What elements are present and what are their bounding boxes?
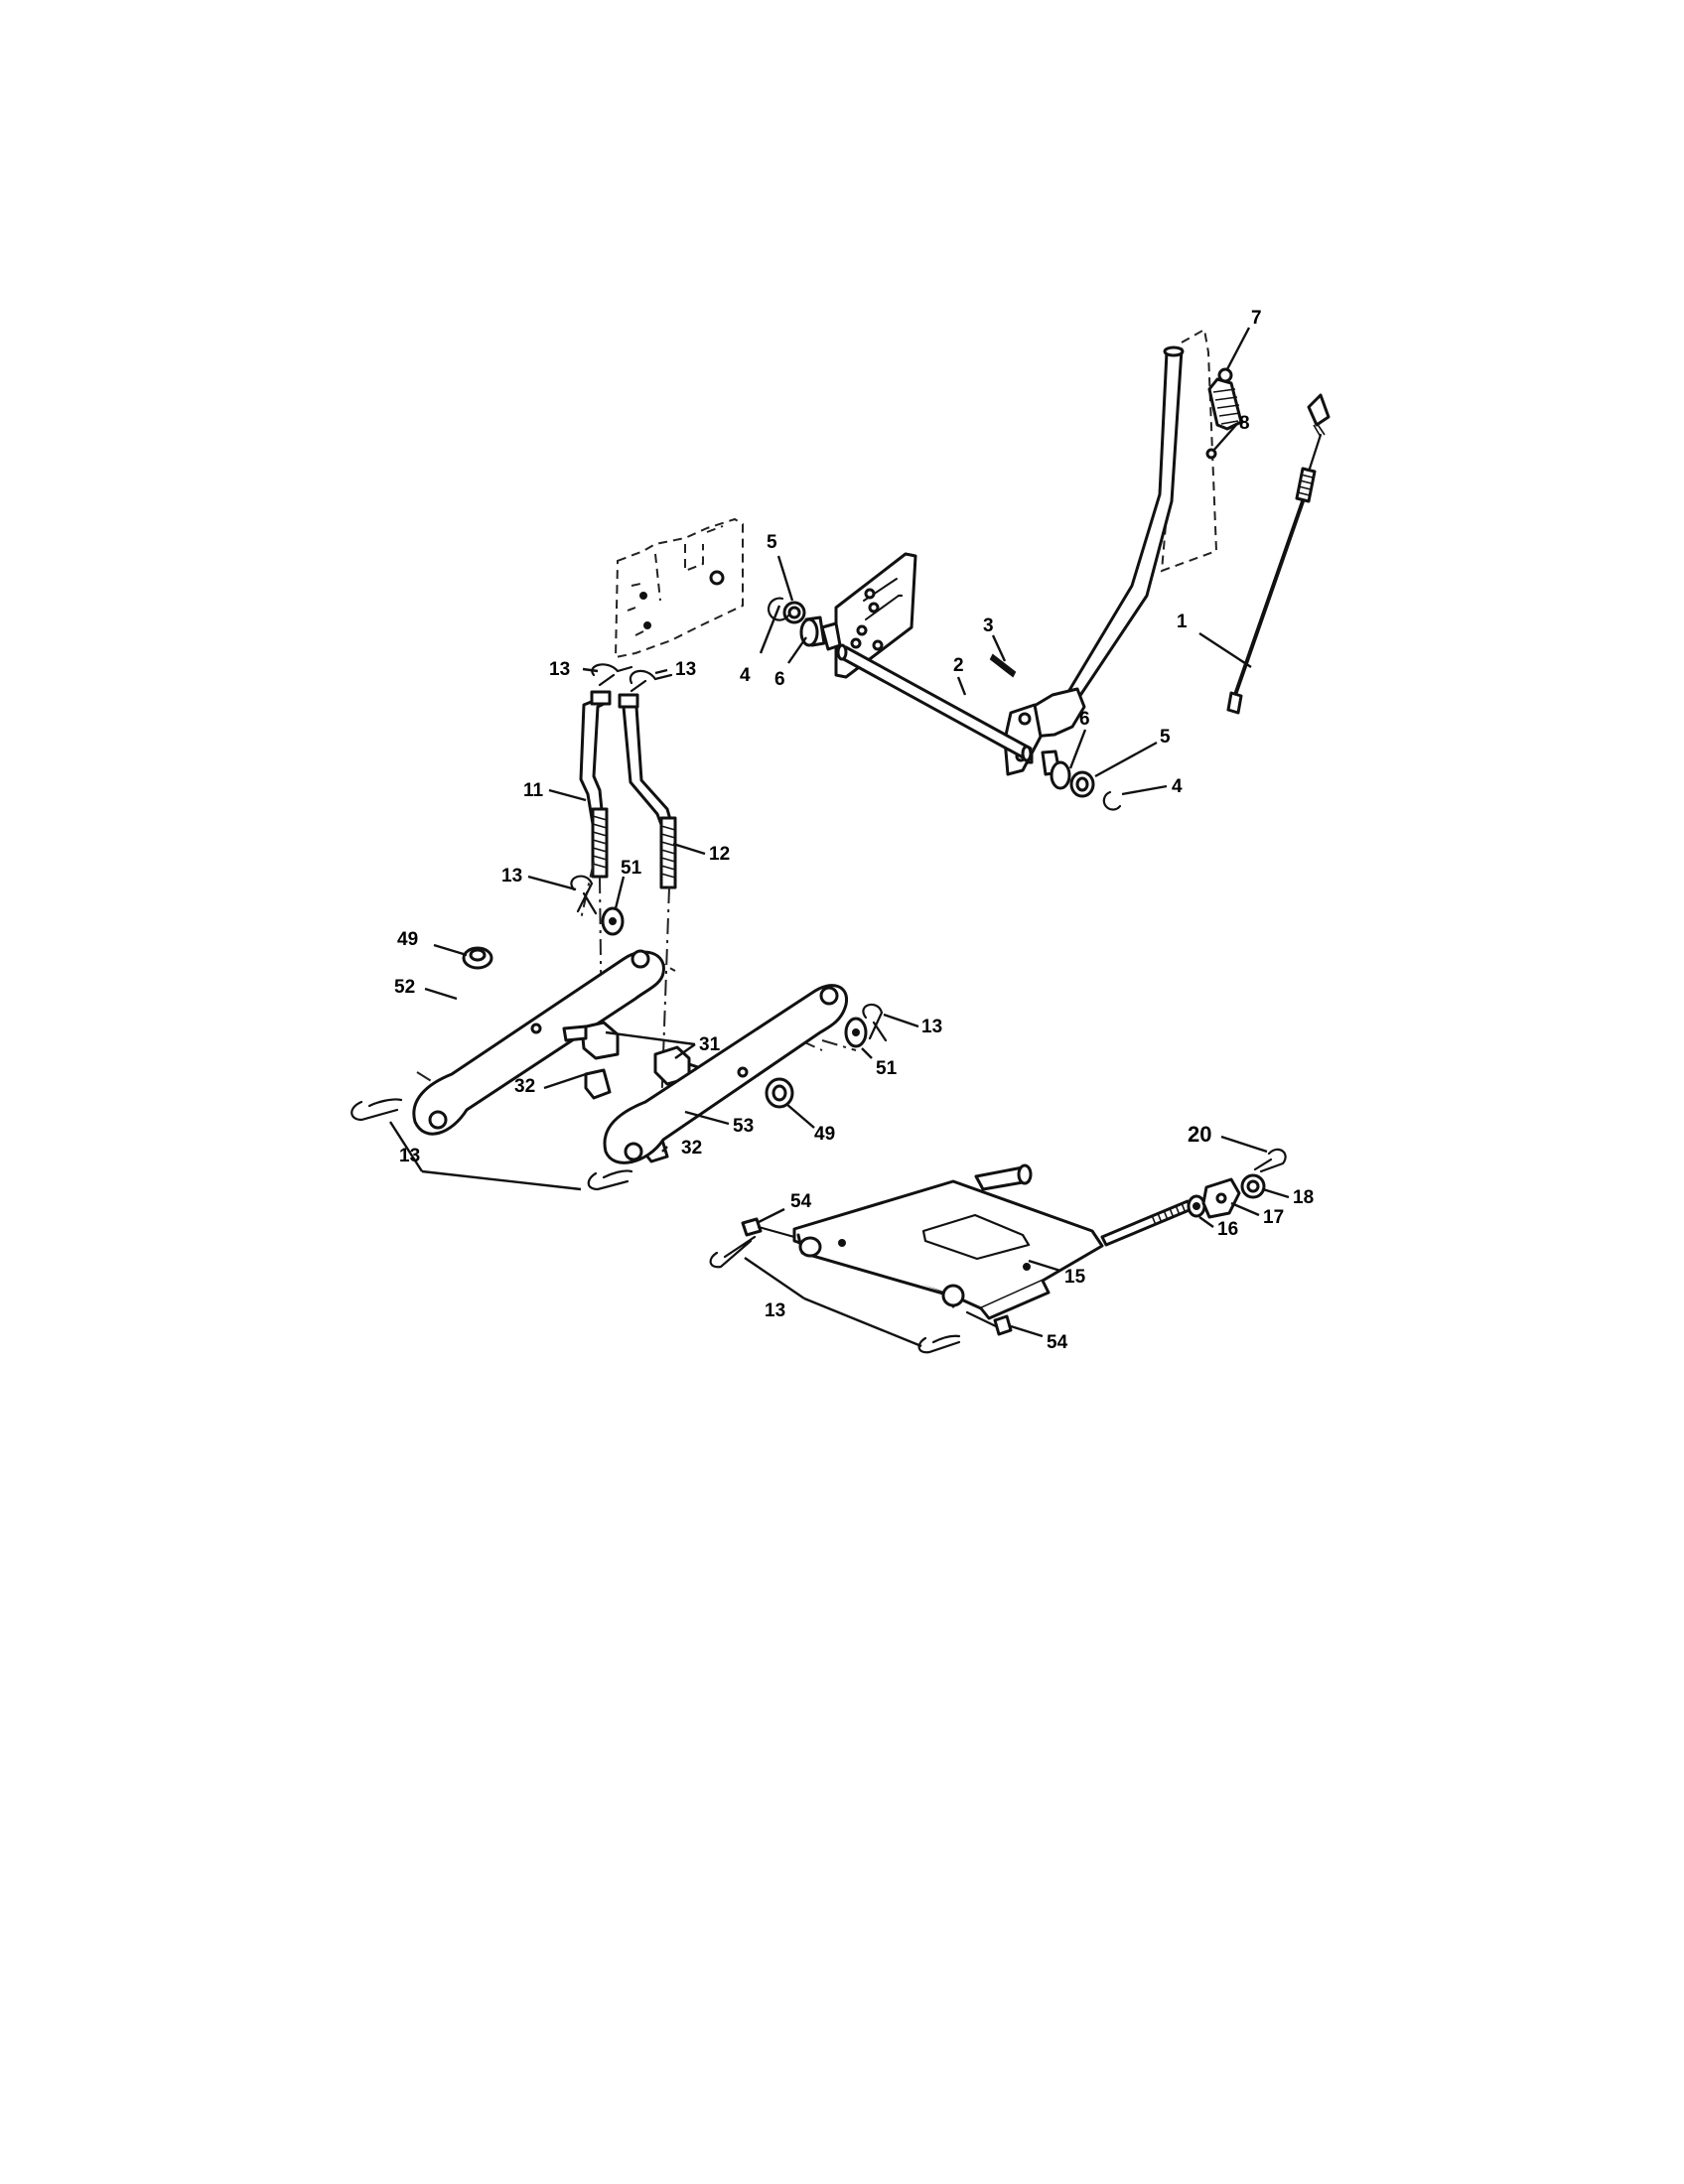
part-54-bolt-lower	[965, 1310, 1013, 1336]
callouts: 7 8 1 2 3 5 4 6 6 5 4 13 13 11 12 13 51 …	[394, 308, 1314, 1353]
part-53-link	[603, 984, 849, 1164]
callout-3: 3	[983, 615, 994, 636]
callout-8: 8	[1239, 413, 1250, 434]
hairpin-clip-upper	[591, 663, 673, 693]
part-3-pin	[989, 653, 1017, 678]
leader-lines	[388, 327, 1290, 1348]
callout-5b: 5	[1160, 727, 1171, 748]
part-1-cable	[1226, 393, 1331, 715]
callout-20: 20	[1188, 1122, 1211, 1147]
callout-31: 31	[699, 1034, 721, 1055]
callout-51a: 51	[621, 858, 642, 879]
callout-32a: 32	[514, 1076, 535, 1097]
callout-16: 16	[1217, 1219, 1238, 1240]
callout-49a: 49	[397, 929, 418, 950]
part-2-shaft	[820, 552, 1033, 762]
right-bushing-set	[1041, 750, 1122, 811]
part-8-ball	[1205, 448, 1217, 460]
part-20-clip	[1253, 1148, 1287, 1173]
frame-bracket-phantom	[614, 517, 744, 659]
part-16-nut	[1187, 1194, 1206, 1218]
callout-13a: 13	[549, 659, 570, 680]
callout-4b: 4	[1172, 776, 1183, 797]
hairpin-clip-lower-left	[351, 1098, 633, 1191]
callout-13d: 13	[921, 1017, 942, 1037]
part-49-washer-right	[765, 1077, 794, 1109]
callout-17: 17	[1263, 1207, 1284, 1228]
part-15-hanger	[792, 1163, 1193, 1320]
callout-6a: 6	[774, 669, 785, 690]
callout-5a: 5	[767, 532, 777, 553]
lift-handle	[1003, 345, 1185, 776]
hairpin-clip-mid-right	[862, 1003, 888, 1042]
part-54-bolt-upper	[741, 1217, 796, 1239]
handle-phantom	[1160, 328, 1218, 573]
callout-12: 12	[709, 844, 730, 865]
part-32-nut-left	[584, 1068, 612, 1100]
axis-lines	[416, 861, 857, 1141]
callout-13c: 13	[501, 866, 522, 887]
callout-53: 53	[733, 1116, 754, 1137]
callout-4a: 4	[740, 665, 751, 686]
hairpin-clip-hanger	[709, 1235, 961, 1354]
part-52-link	[412, 949, 665, 1136]
callout-15: 15	[1064, 1267, 1086, 1288]
part-49-washer-left	[462, 946, 493, 970]
callout-7: 7	[1251, 308, 1262, 329]
callout-13e: 13	[399, 1146, 420, 1166]
callout-18: 18	[1293, 1187, 1314, 1208]
callout-49b: 49	[814, 1124, 835, 1145]
callout-13b: 13	[675, 659, 696, 680]
callout-13f: 13	[765, 1300, 785, 1321]
callout-54b: 54	[1047, 1332, 1068, 1353]
left-bushing-set	[768, 597, 826, 647]
callout-2: 2	[953, 655, 964, 676]
callout-54a: 54	[790, 1191, 812, 1212]
callout-51b: 51	[876, 1058, 898, 1079]
callout-1: 1	[1177, 612, 1188, 632]
callout-32b: 32	[681, 1138, 702, 1159]
hairpin-clip-mid-left	[570, 875, 598, 915]
part-11-link	[579, 690, 612, 879]
part-18-bushing	[1240, 1173, 1266, 1199]
part-7-grip	[1207, 367, 1243, 431]
callout-6b: 6	[1079, 709, 1090, 730]
callout-11: 11	[523, 780, 544, 801]
callout-52: 52	[394, 977, 415, 998]
bracket-bolt-hole	[709, 570, 725, 586]
part-17-clevis	[1201, 1177, 1241, 1219]
